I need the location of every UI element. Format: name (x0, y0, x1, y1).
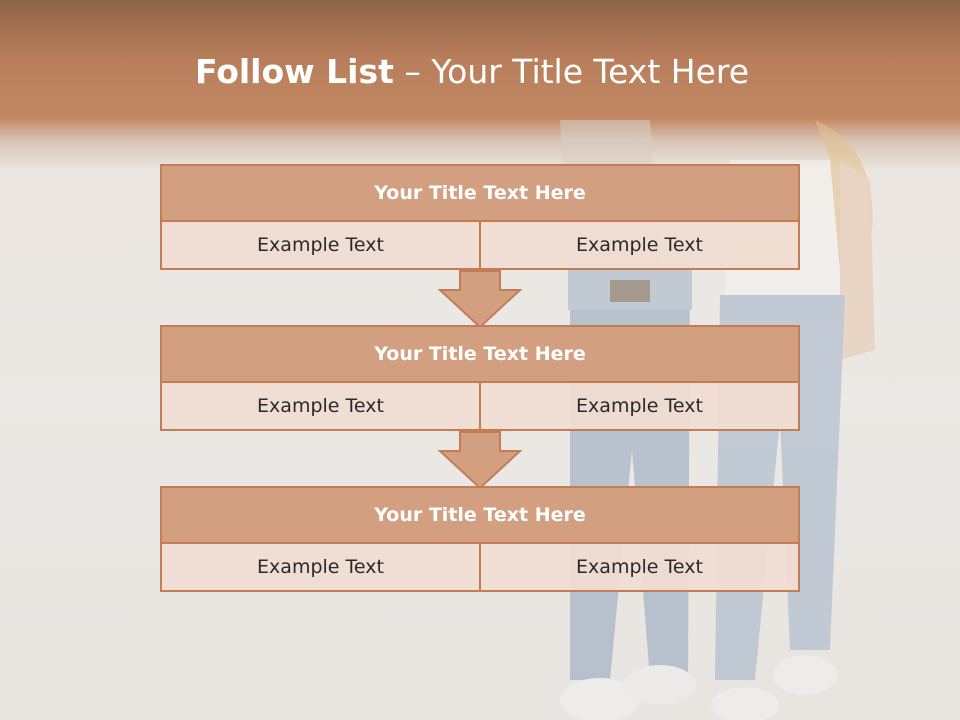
flow-block-row: Example Text Example Text (162, 544, 798, 590)
flow-cell-right: Example Text (479, 383, 798, 429)
flow-block-3: Your Title Text Here Example Text Exampl… (160, 486, 800, 592)
flow-cell-right: Example Text (479, 222, 798, 268)
flow-cell-left: Example Text (257, 556, 384, 578)
down-arrow-icon (438, 431, 522, 489)
flow-block-row: Example Text Example Text (162, 383, 798, 429)
down-arrow-icon (438, 270, 522, 328)
flow-cell-left: Example Text (257, 234, 384, 256)
slide-title: Follow List – Your Title Text Here (0, 52, 944, 91)
flow-block-row: Example Text Example Text (162, 222, 798, 268)
flow-cell-right: Example Text (479, 544, 798, 590)
slide-title-bold: Follow List (194, 52, 394, 91)
flow-block-2: Your Title Text Here Example Text Exampl… (160, 325, 800, 431)
flow-block-1: Your Title Text Here Example Text Exampl… (160, 164, 800, 270)
slide-title-rest: – Your Title Text Here (393, 52, 750, 91)
flow-cell-left: Example Text (257, 395, 384, 417)
flow-block-title: Your Title Text Here (162, 166, 798, 222)
flow-block-title: Your Title Text Here (162, 327, 798, 383)
flow-block-title: Your Title Text Here (162, 488, 798, 544)
